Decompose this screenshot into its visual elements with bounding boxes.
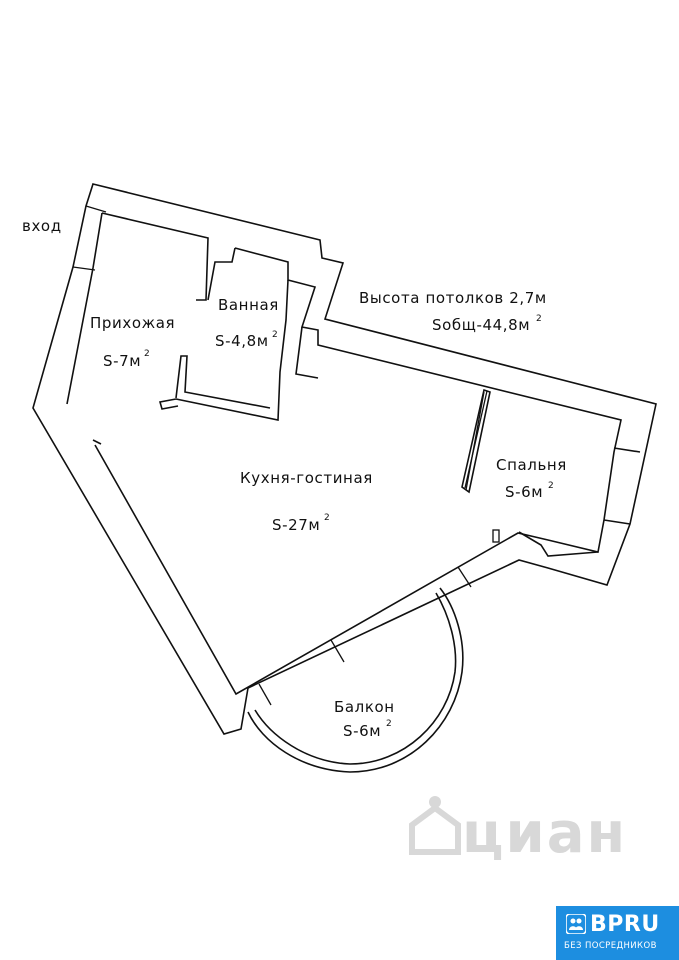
total-area-label: Sобщ-44,8м <box>432 316 530 334</box>
window-divider <box>258 683 272 706</box>
balcony-inner <box>254 592 457 765</box>
cian-house-icon <box>409 796 461 855</box>
outer-wall <box>32 183 657 735</box>
total-area-sup: 2 <box>536 314 542 324</box>
entrance-label: вход <box>22 217 62 235</box>
bathroom-wall <box>175 247 289 421</box>
bedroom-partition <box>461 388 491 494</box>
badge-subtitle: БЕЗ ПОСРЕДНИКОВ <box>564 941 657 951</box>
hallway-area: S-7м <box>103 352 141 370</box>
balcony-area-sup: 2 <box>386 719 392 729</box>
hallway-area-sup: 2 <box>144 349 150 359</box>
badge-brand: BPRU <box>590 912 660 937</box>
window-divider <box>457 566 472 588</box>
hallway-name: Прихожая <box>90 314 175 332</box>
balcony-name: Балкон <box>334 698 395 716</box>
bedroom-area: S-6м <box>505 483 543 501</box>
bpru-people-icon <box>566 914 586 934</box>
hallway-stub <box>158 398 179 410</box>
living-area: S-27м <box>272 516 320 534</box>
bedroom-name: Спальня <box>496 456 567 474</box>
balcony-outline <box>247 587 464 773</box>
small-post <box>492 529 500 543</box>
bedroom-lower-wall <box>518 531 599 557</box>
bedroom-area-sup: 2 <box>548 481 554 491</box>
bpru-badge: BPRU БЕЗ ПОСРЕДНИКОВ <box>556 906 679 960</box>
living-name: Кухня-гостиная <box>240 469 373 487</box>
bathroom-name: Ванная <box>218 296 279 314</box>
balcony-area: S-6м <box>343 722 381 740</box>
window-divider <box>330 639 345 663</box>
ceiling-height-label: Высота потолков 2,7м <box>359 289 547 307</box>
wall-segment <box>72 266 96 271</box>
bathroom-inner-right <box>295 326 319 379</box>
bathroom-area: S-4,8м <box>215 332 269 350</box>
inner-wall <box>66 212 622 696</box>
living-area-sup: 2 <box>324 513 330 523</box>
partition-hatch <box>464 390 488 489</box>
wall-segment <box>85 205 107 213</box>
bedroom-window <box>603 447 641 525</box>
bathroom-area-sup: 2 <box>272 330 278 340</box>
watermark-text: циан <box>462 801 627 866</box>
